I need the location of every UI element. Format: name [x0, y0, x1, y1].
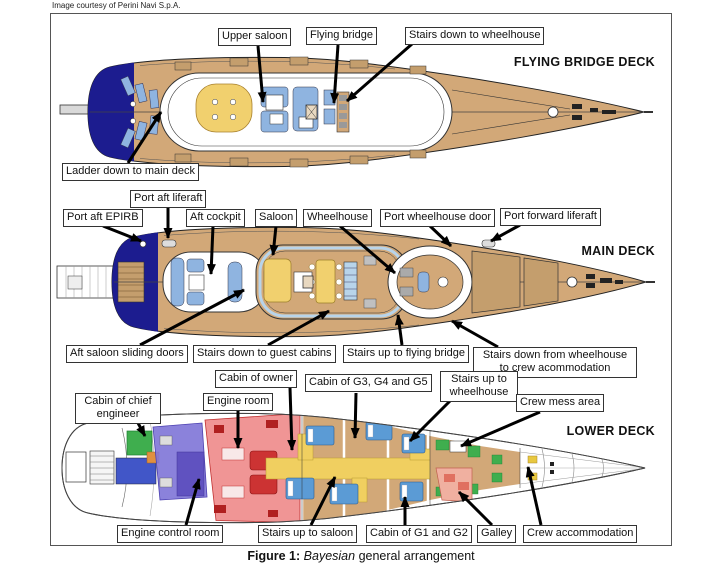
callout-engine-control-room: Engine control room	[117, 525, 224, 543]
callout-cabin-chief-engineer: Cabin of chief engineer	[75, 393, 161, 424]
callout-stairs-up-to-saloon: Stairs up to saloon	[258, 525, 358, 543]
callout-aft-saloon-sliding-doors: Aft saloon sliding doors	[66, 345, 188, 363]
deck-title-flying-bridge: FLYING BRIDGE DECK	[513, 55, 655, 69]
deck-title-main-deck: MAIN DECK	[581, 244, 655, 258]
callout-stairs-down-to-guest-cabins: Stairs down to guest cabins	[193, 345, 336, 363]
image-credit: Image courtesy of Perini Navi S.p.A.	[52, 1, 181, 10]
callout-engine-room: Engine room	[203, 393, 274, 411]
callout-port-wheelhouse-door: Port wheelhouse door	[380, 209, 496, 227]
callout-saloon: Saloon	[255, 209, 298, 227]
callout-ladder-down-to-main-deck: Ladder down to main deck	[62, 163, 200, 181]
callout-flying-bridge: Flying bridge	[306, 27, 377, 45]
callout-aft-cockpit: Aft cockpit	[186, 209, 245, 227]
callout-cabin-g3-g4-g5: Cabin of G3, G4 and G5	[305, 374, 432, 392]
caption-suffix: general arrangement	[358, 549, 475, 563]
callout-crew-accommodation: Crew accommodation	[523, 525, 638, 543]
callout-galley: Galley	[477, 525, 517, 543]
callout-stairs-down-from-wheelhouse: Stairs down from wheelhouse to crew acom…	[473, 347, 637, 378]
deck-title-lower-deck: LOWER DECK	[566, 424, 655, 438]
callout-port-forward-liferaft: Port forward liferaft	[500, 208, 601, 226]
callout-upper-saloon: Upper saloon	[218, 28, 292, 46]
figure-frame	[50, 13, 672, 546]
callout-port-aft-liferaft: Port aft liferaft	[130, 190, 207, 208]
caption-vessel-name: Bayesian	[303, 549, 356, 563]
caption-figure-label: Figure 1:	[247, 549, 301, 563]
callout-stairs-up-to-wheelhouse: Stairs up to wheelhouse	[440, 371, 518, 402]
callout-cabin-of-owner: Cabin of owner	[215, 370, 297, 388]
callout-stairs-down-to-wheelhouse: Stairs down to wheelhouse	[405, 27, 545, 45]
figure-caption: Figure 1: Bayesian general arrangement	[50, 549, 672, 563]
callout-cabin-g1-g2: Cabin of G1 and G2	[366, 525, 472, 543]
callout-stairs-up-to-flying-bridge: Stairs up to flying bridge	[343, 345, 470, 363]
callout-crew-mess-area: Crew mess area	[516, 394, 605, 412]
callout-port-aft-epirb: Port aft EPIRB	[63, 209, 143, 227]
callout-wheelhouse: Wheelhouse	[303, 209, 373, 227]
